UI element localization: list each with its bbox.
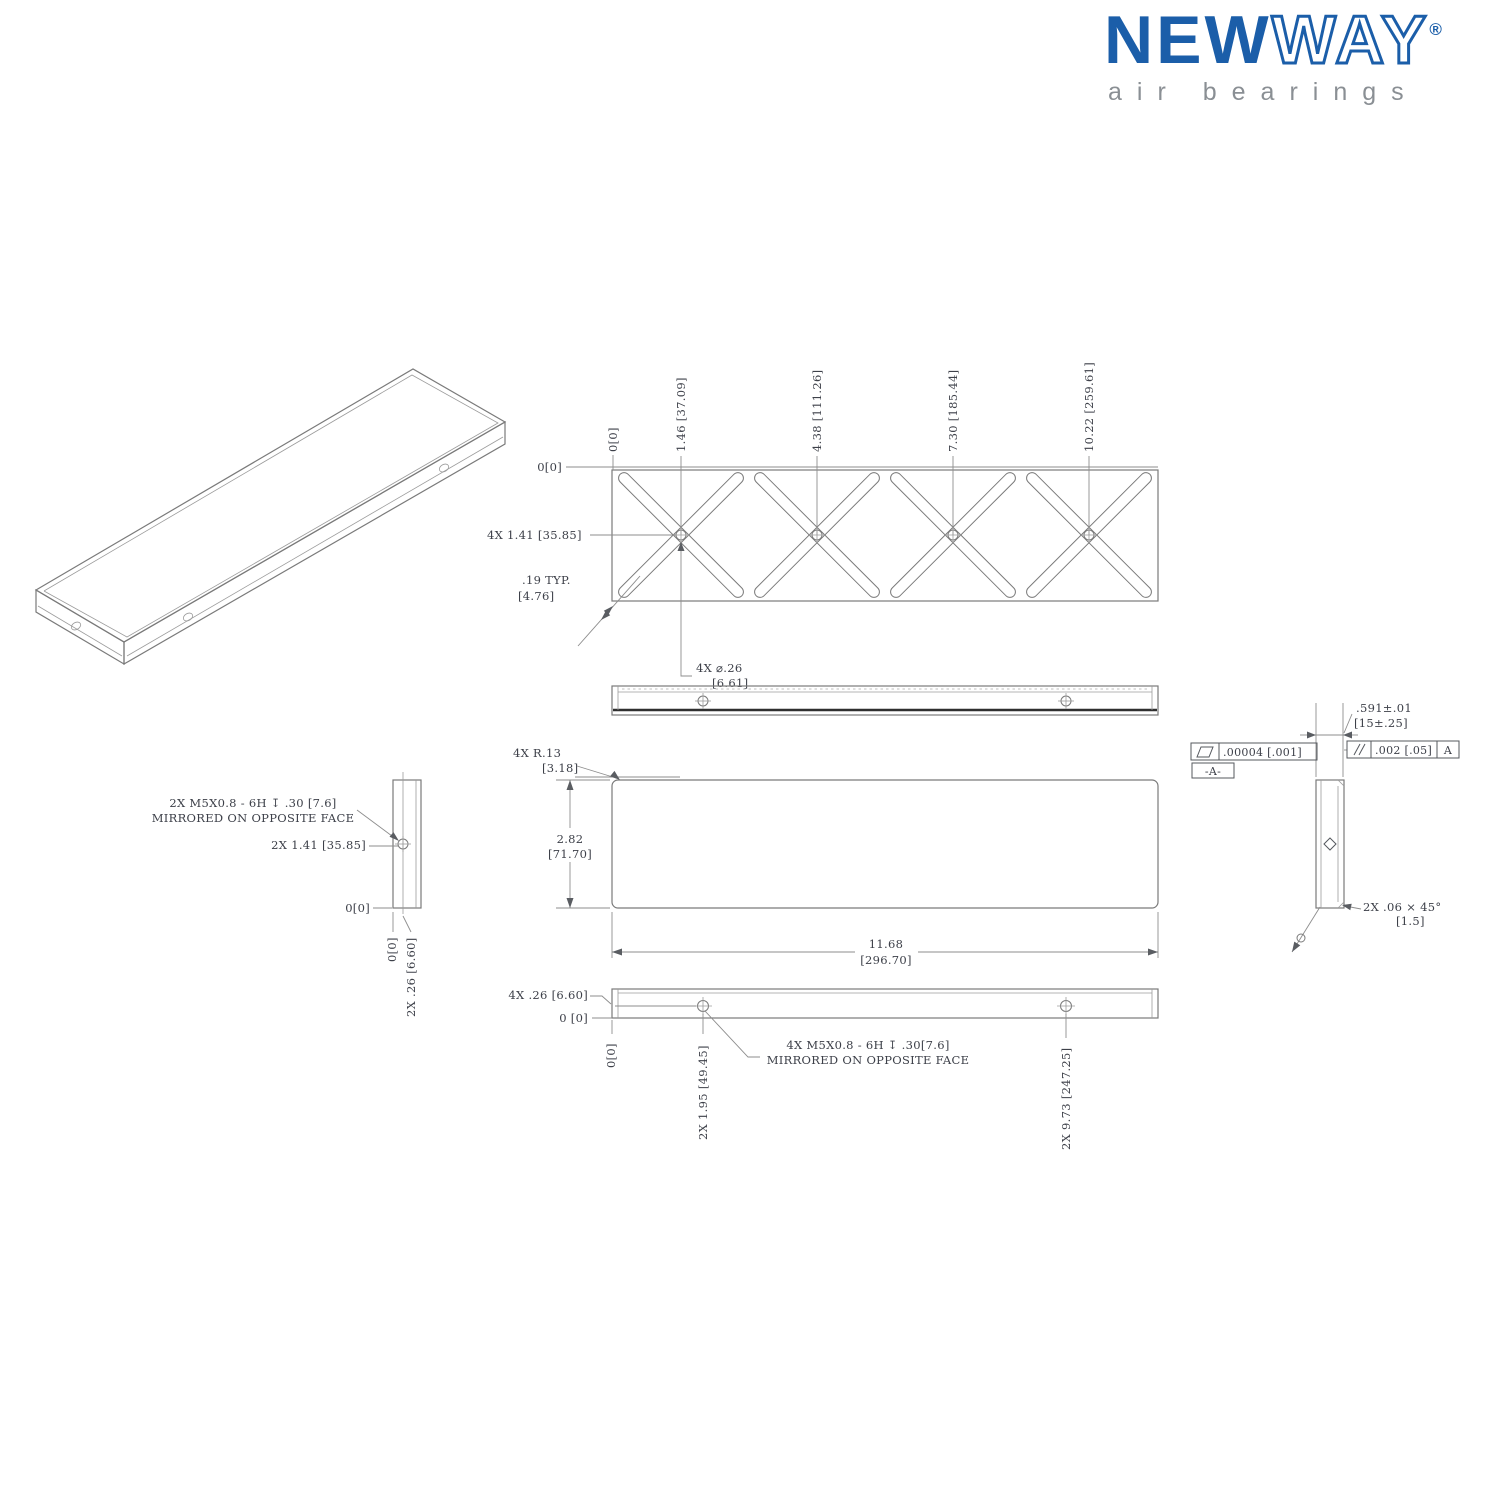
newway-logo: NEWWAY® air bearings <box>1104 5 1484 107</box>
iso-mount-hole <box>182 612 194 622</box>
dim-offset: 2X .26 [6.60] <box>404 937 418 1017</box>
iso-mount-hole <box>70 621 82 631</box>
flatness-value: .00004 [.001] <box>1223 746 1302 759</box>
dim-zero-col: 0[0] <box>385 937 399 962</box>
dim-origin-row: 0[0] <box>537 460 562 474</box>
dim-station-2: 4.38 [111.26] <box>810 370 824 452</box>
flatness-symbol-icon <box>1196 746 1214 758</box>
logo-way: WAY <box>1270 2 1430 78</box>
arrowhead-icon <box>612 948 622 956</box>
dim-chamfer: 2X .06 × 45° <box>1363 900 1441 914</box>
dim-origin-col: 0[0] <box>606 427 620 452</box>
right-end-view: .591±.01 [15±.25] .00004 [.001] -A- <box>1190 701 1460 953</box>
logo-new: NEW <box>1104 2 1272 78</box>
registered-mark-icon: ® <box>1429 20 1442 39</box>
arrowhead-icon <box>1343 731 1352 739</box>
top-view: 0[0] 1.46 [37.09] 4.38 [111.26] 7.30 [18… <box>487 362 1159 690</box>
dim-station-3: 7.30 [185.44] <box>946 370 960 452</box>
dim-radius-mm: [3.18] <box>542 761 578 775</box>
arrowhead-icon <box>601 610 611 620</box>
dim-radius: 4X R.13 <box>513 746 561 760</box>
dim-length-mm: [296.70] <box>860 953 912 967</box>
iso-mount-hole <box>438 463 450 473</box>
side-mount-holes <box>695 693 1074 709</box>
arrowhead-icon <box>1342 903 1352 911</box>
dim-offset: 4X .26 [6.60] <box>508 988 588 1002</box>
dim-length-in: 11.68 <box>869 937 903 951</box>
bottom-view: 4X .26 [6.60] 0 [0] 0[0] 2X 1.95 [49.45]… <box>508 988 1159 1150</box>
datum-flag <box>1191 762 1235 779</box>
parallelism-datum-ref: A <box>1443 744 1453 757</box>
arrowhead-icon <box>610 770 620 780</box>
arrowhead-icon <box>677 542 685 551</box>
parallelism-symbol-icon <box>1353 743 1366 756</box>
dim-height-mm: [71.70] <box>548 847 592 861</box>
arrowhead-icon <box>566 780 574 790</box>
dim-height-in: 2.82 <box>557 832 584 846</box>
dim-zero-col: 0[0] <box>604 1043 618 1068</box>
dim-hole-dia-mm: [6.61] <box>712 676 748 690</box>
dim-station-1: 1.46 [37.09] <box>674 377 688 452</box>
thread-note-line2: MIRRORED ON OPPOSITE FACE <box>152 811 355 825</box>
dim-chamfer-mm: [1.5] <box>1396 914 1425 928</box>
dim-center-height: 4X 1.41 [35.85] <box>487 528 582 542</box>
air-feed-holes <box>672 526 1098 544</box>
dim-hole-pos: 2X 1.41 [35.85] <box>271 838 366 852</box>
thread-note-line2: MIRRORED ON OPPOSITE FACE <box>767 1053 970 1067</box>
dim-hole-dia: 4X ⌀.26 <box>696 661 742 675</box>
dim-groove-width: .19 TYP. <box>522 573 571 587</box>
x-groove-pattern <box>618 472 1152 598</box>
dim-zero: 0[0] <box>345 901 370 915</box>
dim-hole-pos-2: 2X 9.73 [247.25] <box>1059 1048 1073 1150</box>
arrowhead-icon <box>389 832 399 841</box>
bottom-mount-holes <box>694 997 1075 1015</box>
front-view: 2.82 [71.70] 11.68 [296.70] 4X R.13 [3.1… <box>513 746 1159 967</box>
dim-zero: 0 [0] <box>559 1011 588 1025</box>
thread-note-line1: 2X M5X0.8 - 6H ↧ .30 [7.6] <box>169 796 336 810</box>
dim-groove-width-mm: [4.76] <box>518 589 554 603</box>
dim-thickness-in: .591±.01 <box>1356 701 1412 715</box>
logo-tagline: air bearings <box>1108 78 1419 106</box>
arrowhead-icon <box>566 898 574 908</box>
logo-wordmark: NEWWAY® <box>1104 5 1484 76</box>
left-end-view: 2X M5X0.8 - 6H ↧ .30 [7.6] MIRRORED ON O… <box>152 772 422 1017</box>
dim-hole-pos-1: 2X 1.95 [49.45] <box>696 1045 710 1140</box>
isometric-view <box>34 368 507 666</box>
side-view-top <box>611 685 1159 716</box>
arrowhead-icon <box>1148 948 1158 956</box>
dim-thickness-mm: [15±.25] <box>1354 716 1408 730</box>
datum-label: -A- <box>1205 765 1221 778</box>
center-diamond-icon <box>1323 837 1337 851</box>
arrowhead-icon <box>1307 731 1316 739</box>
parallelism-value: .002 [.05] <box>1375 744 1432 757</box>
thread-note-line1: 4X M5X0.8 - 6H ↧ .30[7.6] <box>786 1038 949 1052</box>
view-arrow-icon <box>1291 906 1321 953</box>
parallelism-frame: .002 [.05] A <box>1344 740 1460 759</box>
dim-station-4: 10.22 [259.61] <box>1082 362 1096 452</box>
flatness-frame: .00004 [.001] -A- <box>1190 742 1318 779</box>
